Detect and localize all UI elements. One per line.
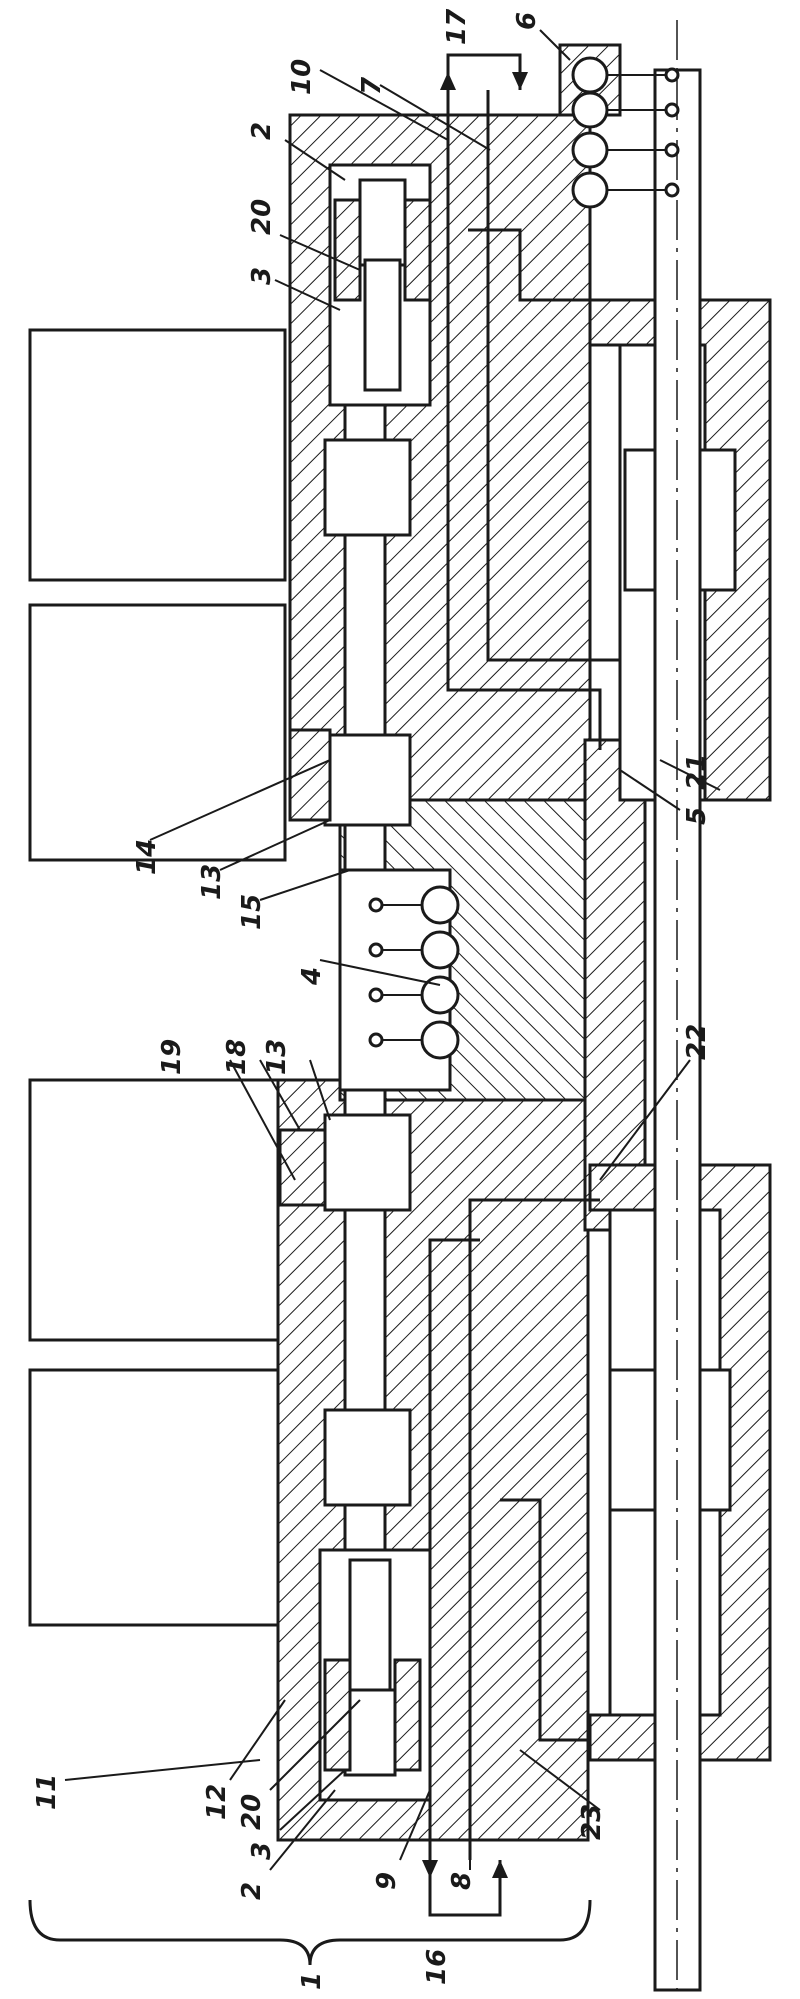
label-2: 2 xyxy=(237,1882,267,1900)
collar-lower xyxy=(325,1410,410,1505)
label-17: 17 xyxy=(442,8,472,45)
upper-chamber-2 xyxy=(330,165,430,405)
mold-block-3 xyxy=(30,1080,285,1340)
label-6: 6 xyxy=(512,12,542,30)
collar-14 xyxy=(325,735,410,825)
label-4: 4 xyxy=(297,967,327,986)
gear-ball xyxy=(573,58,607,92)
label-3: 3 xyxy=(247,267,277,285)
label-2: 2 xyxy=(247,122,277,140)
gear-ball xyxy=(573,133,607,167)
piston-20-lower xyxy=(345,1690,395,1775)
center-chamber-4 xyxy=(340,870,458,1090)
gear-ball xyxy=(573,93,607,127)
label-23: 23 xyxy=(577,1804,607,1840)
label-19: 19 xyxy=(157,1039,187,1075)
sleeve-3b-lower xyxy=(395,1660,420,1770)
label-3: 3 xyxy=(247,1842,277,1860)
mold-block-2 xyxy=(30,605,285,860)
label-15: 15 xyxy=(237,894,267,930)
label-12: 12 xyxy=(202,1784,232,1820)
arrow-up-icon xyxy=(492,1860,508,1878)
label-7: 7 xyxy=(357,76,387,95)
arrow-down-icon xyxy=(512,72,528,90)
collar-14-upper xyxy=(325,440,410,535)
label-22: 22 xyxy=(682,1024,712,1060)
label-20: 20 xyxy=(247,199,277,235)
label-18: 18 xyxy=(222,1039,252,1075)
label-13: 13 xyxy=(262,1039,292,1075)
mold-block-4 xyxy=(30,1370,285,1625)
port-17 xyxy=(440,55,528,90)
collar-18 xyxy=(325,1115,410,1210)
gear-ball xyxy=(573,173,607,207)
label-9: 9 xyxy=(372,1872,402,1890)
label-10: 10 xyxy=(287,59,317,95)
label-16: 16 xyxy=(422,1949,452,1985)
label-13: 13 xyxy=(197,864,227,900)
mold-block-1 xyxy=(30,330,285,580)
label-5: 5 xyxy=(682,807,712,825)
sleeve-3-upper xyxy=(335,200,360,300)
arrow-up-icon xyxy=(440,72,456,90)
mold-blocks xyxy=(30,330,285,1625)
slide-block-21-22 xyxy=(585,740,645,1230)
stop-19 xyxy=(280,1130,325,1205)
label-20: 20 xyxy=(237,1794,267,1830)
rod-20-upper xyxy=(365,260,400,390)
lower-chamber-2 xyxy=(320,1550,430,1800)
label-14: 14 xyxy=(132,839,162,875)
rod-20-lower xyxy=(350,1560,390,1700)
label-21: 21 xyxy=(682,754,712,790)
sleeve-3b-upper xyxy=(405,200,430,300)
label-11: 11 xyxy=(32,1774,62,1810)
label-1: 1 xyxy=(297,1972,327,1990)
arrow-down-icon xyxy=(422,1860,438,1878)
piston-20-upper xyxy=(360,180,405,265)
assembly-bracket xyxy=(30,1900,590,1965)
label-8: 8 xyxy=(447,1872,477,1890)
